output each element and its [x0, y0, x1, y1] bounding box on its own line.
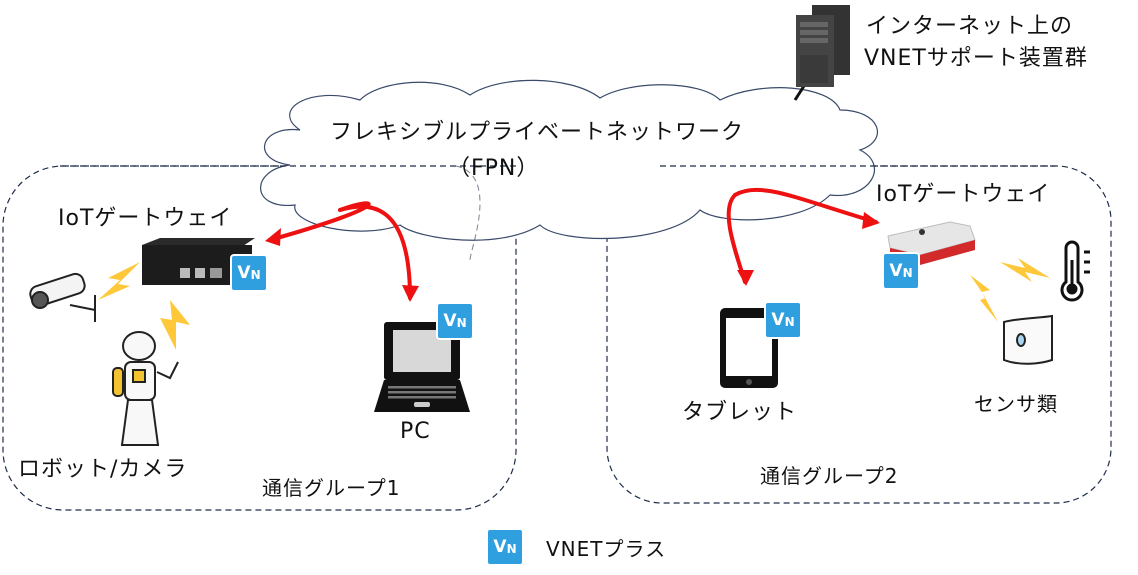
tablet-icon: [720, 308, 778, 388]
group2-sensors-label: センサ類: [974, 392, 1058, 416]
cloud-label-line2: （FPN）: [448, 156, 540, 181]
robot-icon: [112, 331, 179, 446]
legend-label: VNETプラス: [546, 536, 667, 561]
group1-gateway-label: IoTゲートウェイ: [58, 206, 233, 231]
badge-letter-n: N: [784, 314, 795, 329]
group2-title: 通信グループ2: [760, 464, 899, 488]
lightning-bolts: [98, 258, 1050, 350]
group2-boundary: [606, 165, 1112, 504]
badge-letter-n: N: [456, 315, 467, 330]
group1-boundary: [2, 165, 517, 511]
badge-letter-n: N: [902, 265, 913, 280]
group1-title: 通信グループ1: [262, 476, 401, 500]
badge-letter-v: V: [443, 311, 457, 331]
lightning-icon: [160, 300, 190, 350]
badge-letter-v: V: [771, 310, 785, 330]
group2-tablet-label: タブレット: [682, 400, 798, 425]
lightning-icon: [970, 275, 998, 322]
camera-icon: [29, 272, 96, 322]
laptop-icon: [374, 322, 470, 412]
arrowhead-gateway1: [265, 228, 281, 246]
badge-letter-n: N: [506, 541, 517, 556]
arrow-to-gateway2: [733, 187, 878, 224]
arrowhead-pc: [402, 285, 419, 302]
group1-pc-label: PC: [400, 419, 431, 444]
arrow-to-pc: [338, 204, 412, 300]
group2-gateway-label: IoTゲートウェイ: [876, 182, 1051, 207]
badge-letter-v: V: [237, 263, 251, 283]
server-link-line: [793, 85, 806, 101]
lightning-icon: [98, 262, 140, 300]
badge-letter-v: V: [493, 537, 507, 557]
badge-letter-n: N: [250, 267, 261, 282]
lightning-icon: [1000, 258, 1050, 282]
sensor-device-icon: [1003, 314, 1053, 365]
cloud-label-line1: フレキシブルプライベートネットワーク: [330, 120, 745, 145]
server-label-line1: インターネット上の: [866, 14, 1074, 39]
badge-letter-v: V: [889, 261, 903, 281]
thermometer-icon: [1060, 240, 1090, 302]
server-label-line2: VNETサポート装置群: [864, 46, 1088, 71]
arrowhead-gateway2: [862, 212, 880, 229]
fpn-cloud: [260, 79, 878, 241]
server-icon: [796, 5, 850, 87]
group1-robot-camera-label: ロボット/カメラ: [18, 457, 188, 482]
arrowhead-tablet: [737, 270, 754, 286]
